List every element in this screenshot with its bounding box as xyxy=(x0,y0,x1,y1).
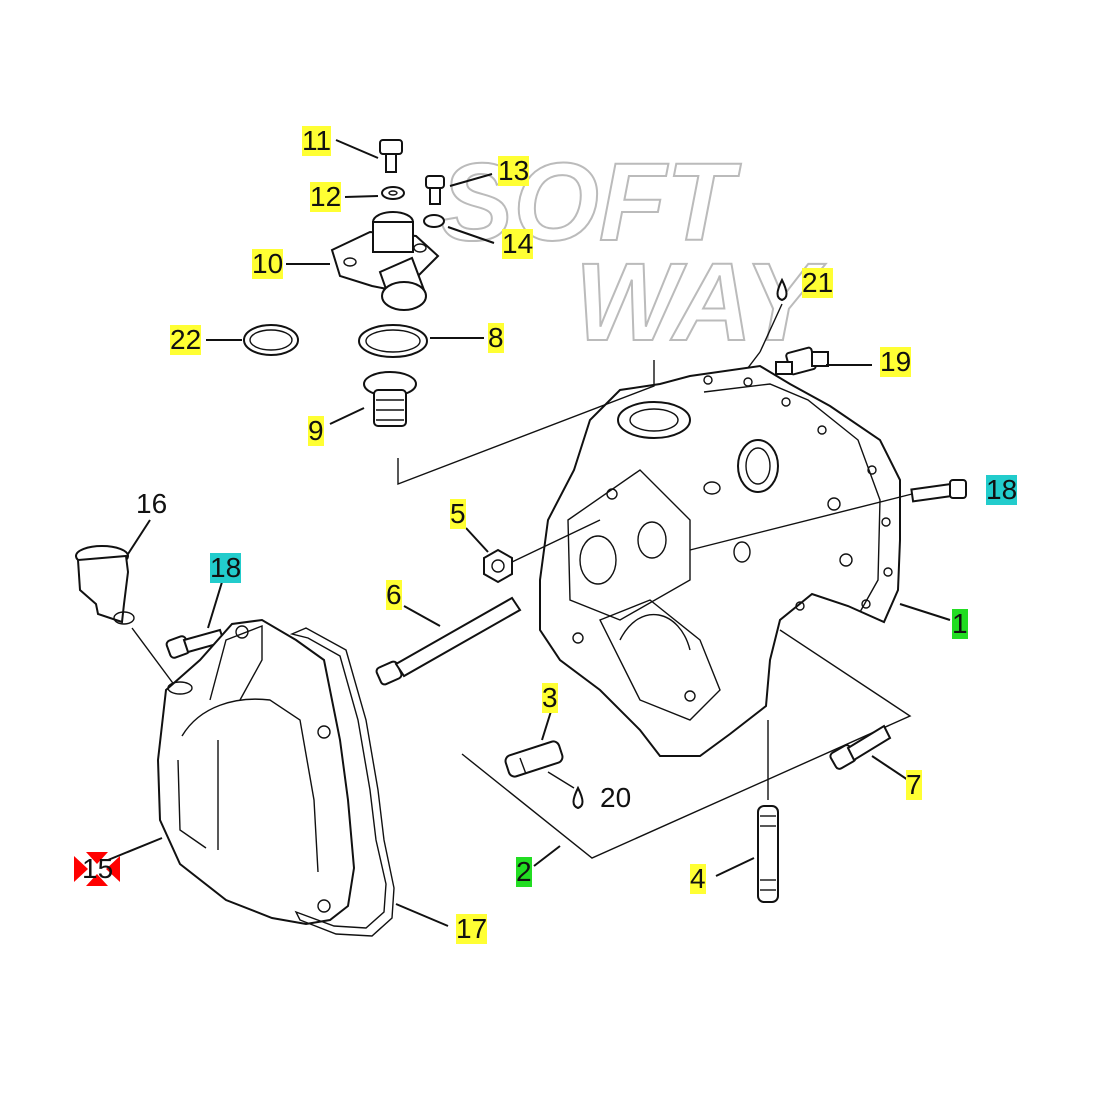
callout-5: 5 xyxy=(450,498,466,529)
callout-4: 4 xyxy=(690,863,706,894)
callout-9: 9 xyxy=(308,415,324,446)
callout-7: 7 xyxy=(906,769,922,800)
watermark-soft-text: SOFT xyxy=(440,141,741,264)
callout-20: 20 xyxy=(600,782,632,813)
callout-18-left: 18 xyxy=(210,552,242,583)
callout-12: 12 xyxy=(310,181,342,212)
callout-15: 15 xyxy=(82,853,114,884)
part-18-bolt-right xyxy=(910,479,967,503)
part-3-dowel-pin xyxy=(504,740,564,778)
callout-17: 17 xyxy=(456,913,488,944)
part-7-bolt xyxy=(829,724,892,770)
part-14-washer xyxy=(423,214,445,228)
callout-19: 19 xyxy=(880,346,912,377)
part-10-thermostat-cover xyxy=(330,211,440,311)
part-21-sealant-drop xyxy=(776,277,788,302)
callout-10: 10 xyxy=(252,248,284,279)
part-12-washer xyxy=(381,186,405,200)
callout-11: 11 xyxy=(302,125,332,156)
part-11-screw xyxy=(379,139,403,173)
callout-18-right: 18 xyxy=(986,474,1018,505)
callout-21: 21 xyxy=(802,267,834,298)
part-20-sealant-drop xyxy=(572,785,584,810)
callout-8: 8 xyxy=(488,322,504,353)
callout-6: 6 xyxy=(386,579,402,610)
watermark-way-text: WAY xyxy=(575,241,826,364)
softway-watermark: SOFT WAY xyxy=(439,140,827,365)
callout-2: 2 xyxy=(516,856,532,887)
part-19-temp-sensor xyxy=(775,346,829,376)
part-6-long-bolt xyxy=(375,596,522,686)
callout-14: 14 xyxy=(502,228,534,259)
part-13-screw xyxy=(425,175,445,205)
part-4-stud xyxy=(757,805,779,903)
callout-16: 16 xyxy=(136,488,168,519)
callout-13: 13 xyxy=(498,155,530,186)
part-9-thermostat xyxy=(363,371,417,427)
part-15-red-marker xyxy=(74,852,120,886)
part-1-cylinder-head xyxy=(539,364,901,757)
part-15-head-cover xyxy=(156,618,356,926)
part-17-gasket xyxy=(289,627,395,937)
callout-22: 22 xyxy=(170,324,202,355)
part-5-nut xyxy=(483,548,513,584)
callout-3: 3 xyxy=(542,682,558,713)
part-16-plug xyxy=(75,545,135,625)
callout-1: 1 xyxy=(952,608,968,639)
part-18-bolt-left xyxy=(165,628,226,659)
